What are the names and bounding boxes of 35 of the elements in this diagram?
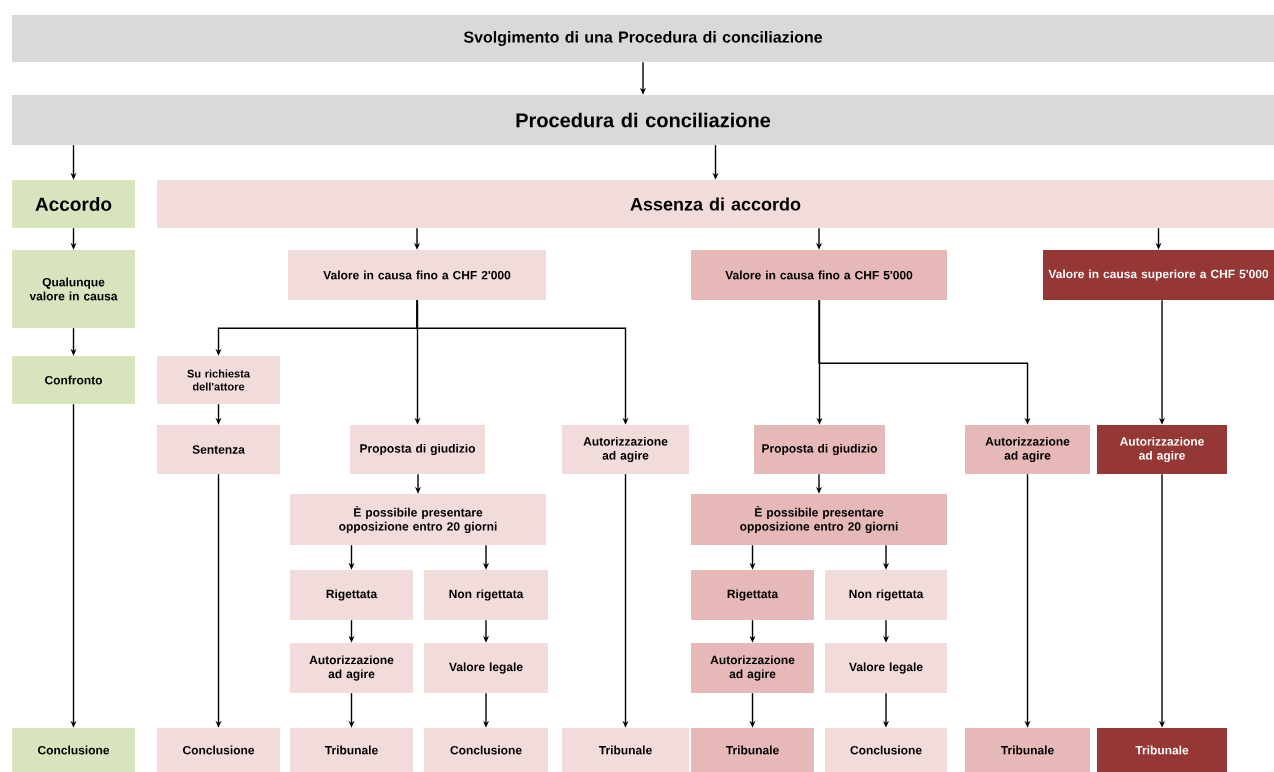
step-box: Valore legale: [825, 643, 947, 693]
step-box: Autorizzazione ad agire: [1097, 425, 1227, 474]
end-box: Tribunale: [965, 728, 1090, 772]
step-box: Autorizzazione ad agire: [965, 425, 1090, 474]
end-box: Conclusione: [825, 728, 947, 772]
step-box: Non rigettata: [825, 570, 947, 620]
step-box: Confronto: [12, 356, 135, 404]
end-box: Tribunale: [1097, 728, 1227, 772]
step-box: Sentenza: [157, 425, 280, 474]
step-box: Valore legale: [424, 643, 548, 693]
end-box: Tribunale: [562, 728, 689, 772]
step-box: Rigettata: [691, 570, 814, 620]
end-box: Tribunale: [691, 728, 814, 772]
process-box: Procedura di conciliazione: [12, 95, 1274, 145]
category-box: Valore in causa fino a CHF 2'000: [288, 250, 546, 300]
step-box: È possibile presentare opposizione entro 20 giorni: [290, 494, 546, 545]
end-box: Tribunale: [290, 728, 413, 772]
outcome-box: Assenza di accordo: [157, 180, 1274, 228]
category-box: Valore in causa superiore a CHF 5'000: [1043, 250, 1274, 300]
step-box: Proposta di giudizio: [754, 425, 885, 474]
step-box: Rigettata: [290, 570, 413, 620]
step-box: È possibile presentare opposizione entro 20 giorni: [691, 494, 947, 545]
step-box: Autorizzazione ad agire: [691, 643, 814, 693]
category-box: Valore in causa fino a CHF 5'000: [691, 250, 947, 300]
outcome-box: Accordo: [12, 180, 135, 228]
step-box: Su richiesta dell'attore: [157, 356, 280, 404]
end-box: Conclusione: [157, 728, 280, 772]
step-box: Autorizzazione ad agire: [290, 643, 413, 693]
step-box: Autorizzazione ad agire: [562, 425, 689, 474]
step-box: Proposta di giudizio: [350, 425, 485, 474]
end-box: Conclusione: [424, 728, 548, 772]
title-box: Svolgimento di una Procedura di conciliazione: [12, 15, 1274, 62]
category-box: Qualunque valore in causa: [12, 250, 135, 328]
step-box: Non rigettata: [424, 570, 548, 620]
end-box: Conclusione: [12, 728, 135, 772]
